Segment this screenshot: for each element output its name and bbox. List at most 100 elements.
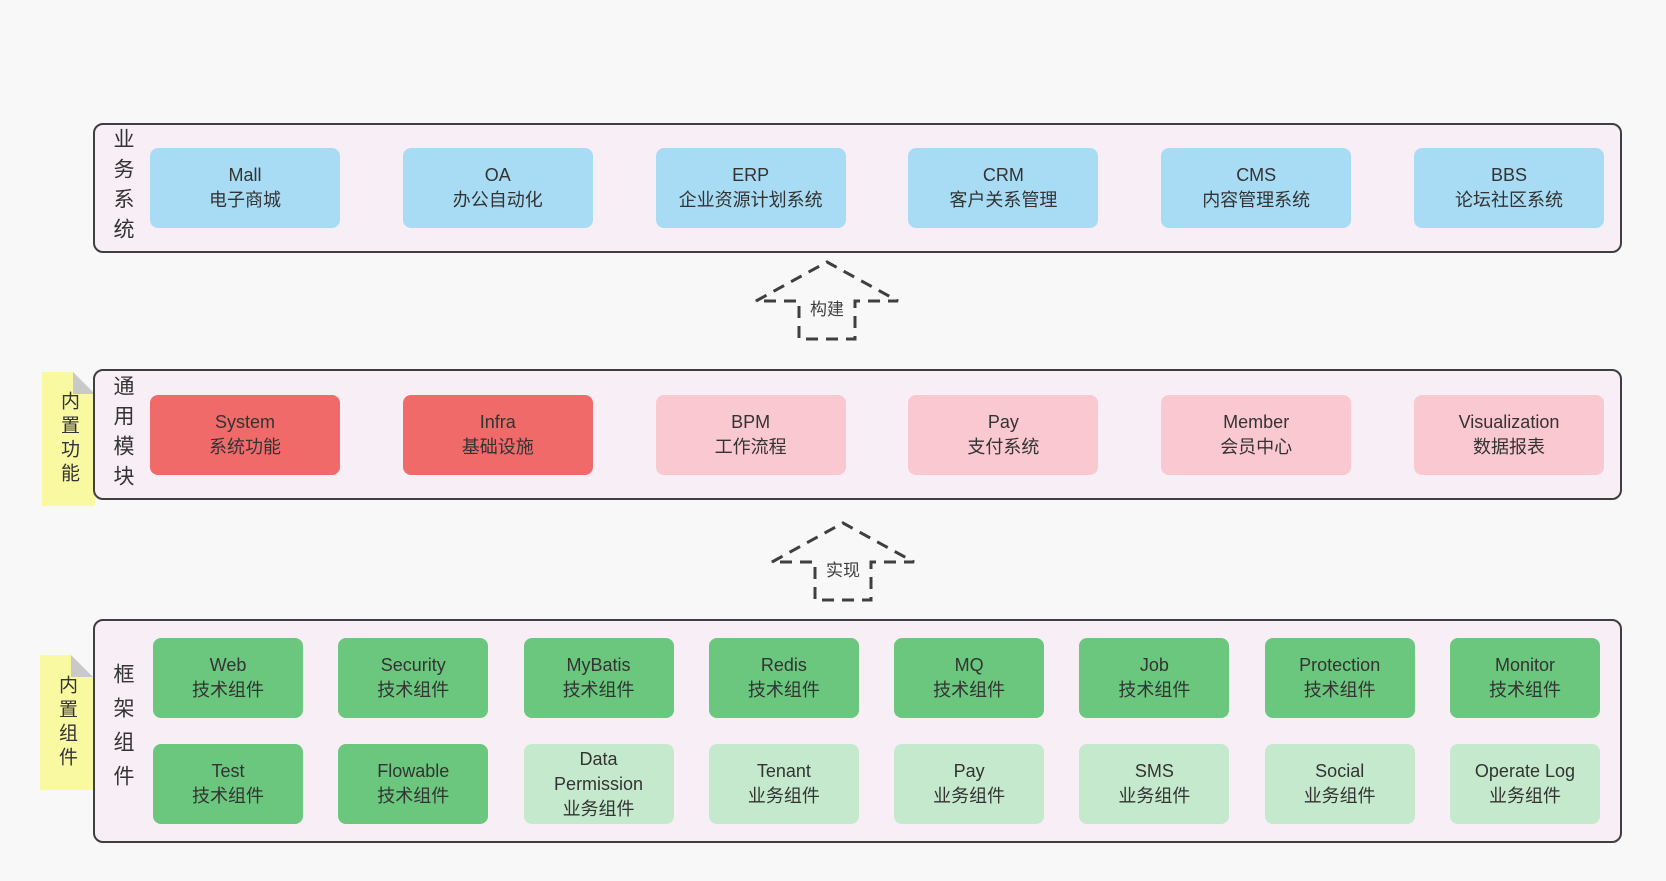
dashed-up-arrow-icon: [755, 260, 899, 341]
note-features-label: 内置功能: [58, 391, 79, 487]
section-label-modules: 通用模块: [111, 374, 134, 495]
box-flowable: Flowable 技术组件: [338, 744, 489, 824]
box-web: Web 技术组件: [153, 638, 303, 718]
box-subtitle: 会员中心: [1220, 436, 1293, 457]
box-title: Pay: [987, 411, 1019, 432]
box-title: ERP: [732, 165, 770, 185]
box-system: System 系统功能: [150, 394, 340, 475]
box-title: Mall: [228, 165, 262, 185]
arrow-build-label: 构建: [807, 293, 847, 322]
box-protection: Protection 技术组件: [1264, 638, 1415, 718]
box-subtitle: 业务组件: [1303, 786, 1376, 806]
box-title: Visualization: [1458, 411, 1560, 432]
box-subtitle: 论坛社区系统: [1454, 190, 1563, 210]
box-subtitle: 技术组件: [1118, 680, 1191, 700]
components-box-row-2: Test 技术组件 Flowable 技术组件 Data Permission …: [153, 744, 1600, 824]
box-subtitle: 电子商城: [209, 190, 281, 210]
box-title: CRM: [982, 165, 1024, 185]
box-title: Web: [209, 655, 247, 675]
box-subtitle: 技术组件: [562, 680, 635, 700]
box-subtitle: 客户关系管理: [949, 190, 1058, 210]
box-title: Tenant: [756, 761, 811, 781]
box-subtitle: 技术组件: [377, 680, 450, 700]
box-sms: SMS 业务组件: [1079, 744, 1230, 824]
box-member: Member 会员中心: [1161, 394, 1352, 475]
box-visualization: Visualization 数据报表: [1413, 394, 1604, 475]
box-subtitle: 技术组件: [1488, 680, 1561, 700]
box-title: SMS: [1134, 761, 1174, 781]
box-title: System: [214, 411, 275, 432]
box-bbs: BBS 论坛社区系统: [1413, 148, 1604, 228]
modules-box-row: System 系统功能 Infra 基础设施 BPM 工作流程 Pay 支付系统…: [150, 394, 1604, 475]
box-subtitle: 业务组件: [562, 798, 635, 819]
arrow-implement: 实现: [768, 516, 918, 604]
box-subtitle: 内容管理系统: [1202, 190, 1311, 210]
box-title: OA: [484, 165, 511, 185]
box-title: Operate Log: [1474, 761, 1575, 781]
box-subtitle: 技术组件: [377, 786, 450, 806]
box-cms: CMS 内容管理系统: [1161, 148, 1352, 228]
arrow-implement-label: 实现: [823, 554, 863, 583]
note-built-in-features: 内置功能: [42, 372, 95, 506]
box-subtitle: 数据报表: [1472, 436, 1545, 457]
box-subtitle: 技术组件: [192, 680, 264, 700]
box-title: Data Permission: [554, 748, 644, 794]
box-title: Infra: [479, 411, 516, 432]
section-label-components: 框架组件: [111, 663, 134, 799]
box-subtitle: 企业资源计划系统: [678, 190, 823, 210]
box-title: Monitor: [1494, 655, 1555, 675]
box-title: Redis: [760, 655, 807, 675]
box-oa: OA 办公自动化: [402, 148, 593, 228]
box-subtitle: 办公自动化: [452, 190, 543, 210]
box-crm: CRM 客户关系管理: [908, 148, 1099, 228]
box-subtitle: 业务组件: [1488, 786, 1561, 806]
note-built-in-components: 内置组件: [40, 655, 93, 790]
box-social: Social 业务组件: [1264, 744, 1415, 824]
box-subtitle: 技术组件: [747, 680, 820, 700]
box-security: Security 技术组件: [338, 638, 489, 718]
box-subtitle: 业务组件: [933, 786, 1006, 806]
box-title: MyBatis: [566, 655, 631, 675]
box-title: BBS: [1490, 165, 1527, 185]
box-job: Job 技术组件: [1079, 638, 1230, 718]
business-box-row: Mall 电子商城 OA 办公自动化 ERP 企业资源计划系统 CRM 客户关系…: [150, 148, 1604, 228]
box-infra: Infra 基础设施: [402, 394, 593, 475]
dashed-up-arrow-icon: [771, 521, 915, 602]
box-mybatis: MyBatis 技术组件: [523, 638, 674, 718]
box-data-permission: Data Permission 业务组件: [523, 744, 674, 824]
box-title: Protection: [1299, 655, 1381, 675]
box-title: MQ: [954, 655, 984, 675]
box-bpm: BPM 工作流程: [655, 394, 846, 475]
box-title: Flowable: [377, 761, 450, 781]
box-title: Security: [380, 655, 446, 675]
section-label-business: 业务系统: [111, 128, 134, 248]
folded-corner-icon: [71, 655, 93, 677]
box-monitor: Monitor 技术组件: [1449, 638, 1600, 718]
box-subtitle: 技术组件: [192, 786, 264, 806]
box-title: Member: [1223, 411, 1290, 432]
box-subtitle: 支付系统: [967, 436, 1040, 457]
box-subtitle: 工作流程: [714, 436, 787, 457]
components-rows: Web 技术组件 Security 技术组件 MyBatis 技术组件 Redi…: [153, 638, 1600, 824]
box-title: Social: [1315, 761, 1365, 781]
box-erp: ERP 企业资源计划系统: [655, 148, 846, 228]
components-box-row-1: Web 技术组件 Security 技术组件 MyBatis 技术组件 Redi…: [153, 638, 1600, 718]
box-tenant: Tenant 业务组件: [708, 744, 859, 824]
note-components-label: 内置组件: [56, 674, 77, 771]
box-operate-log: Operate Log 业务组件: [1449, 744, 1600, 824]
box-pay-biz: Pay 业务组件: [894, 744, 1045, 824]
box-subtitle: 技术组件: [933, 680, 1006, 700]
box-redis: Redis 技术组件: [708, 638, 859, 718]
box-subtitle: 技术组件: [1303, 680, 1376, 700]
box-subtitle: 业务组件: [747, 786, 820, 806]
box-pay: Pay 支付系统: [908, 394, 1099, 475]
box-title: Job: [1139, 655, 1169, 675]
box-subtitle: 业务组件: [1118, 786, 1191, 806]
box-mall: Mall 电子商城: [150, 148, 340, 228]
box-test: Test 技术组件: [153, 744, 303, 824]
panel-framework-components: 框架组件 Web 技术组件 Security 技术组件 MyBatis 技术组件…: [93, 619, 1622, 843]
box-title: Test: [211, 761, 245, 781]
box-mq: MQ 技术组件: [894, 638, 1045, 718]
box-title: BPM: [731, 411, 771, 432]
panel-business-systems: 业务系统 Mall 电子商城 OA 办公自动化 ERP 企业资源计划系统 CRM…: [93, 123, 1622, 253]
